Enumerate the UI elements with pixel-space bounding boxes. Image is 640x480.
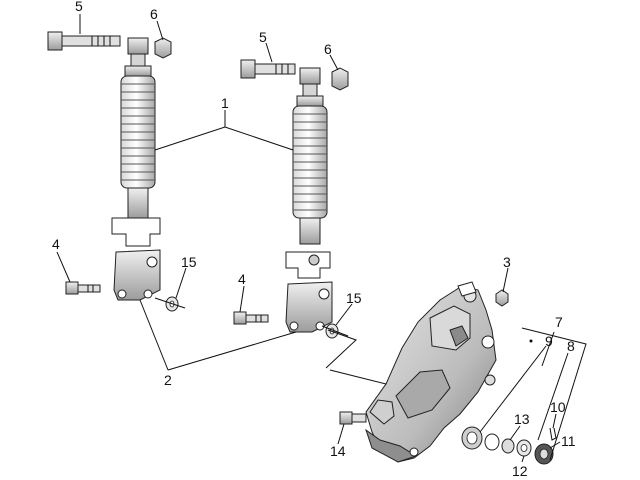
right-top-eye	[299, 67, 321, 85]
left-shock-absorber	[47, 31, 186, 312]
callout-15-left: 15	[181, 254, 197, 270]
left-lower-bolt	[65, 281, 101, 295]
callout-8: 8	[567, 338, 575, 354]
left-top-eye	[127, 37, 149, 55]
callout-10: 10	[550, 399, 566, 415]
callout-9: 9	[545, 333, 553, 349]
callout-1: 1	[221, 95, 229, 111]
right-shock-absorber	[233, 59, 349, 339]
callout-12: 12	[512, 463, 528, 479]
right-lower-bolt	[233, 311, 269, 325]
callout-15-right: 15	[346, 290, 362, 306]
callout-4-right: 4	[238, 271, 246, 287]
callout-14: 14	[330, 443, 346, 459]
castle-nut	[534, 443, 554, 465]
cotter-pin	[549, 427, 557, 441]
callout-labels: 5 6 5 6 1 4 15 4 15 2 3 7 9 8 10 13 11 1…	[52, 0, 576, 479]
callout-13: 13	[514, 411, 530, 427]
callout-11: 11	[561, 433, 576, 449]
callout-2: 2	[164, 372, 172, 388]
callout-7: 7	[555, 314, 563, 330]
swingarm-bolt	[339, 411, 367, 425]
callout-5-left: 5	[75, 0, 83, 14]
right-top-nut	[331, 67, 349, 91]
oil-seal	[484, 433, 500, 451]
callout-4-left: 4	[52, 236, 60, 252]
left-top-nut	[154, 37, 172, 59]
callout-5-right: 5	[259, 29, 267, 45]
swingarm-nut	[495, 289, 509, 307]
callout-3: 3	[503, 254, 511, 270]
callout-6-right: 6	[324, 41, 332, 57]
spacer	[501, 438, 515, 454]
left-top-bolt	[47, 31, 121, 51]
right-top-bolt	[240, 59, 296, 79]
swingarm	[365, 281, 497, 463]
callout-6-left: 6	[150, 6, 158, 22]
leader-lines	[56, 14, 587, 463]
